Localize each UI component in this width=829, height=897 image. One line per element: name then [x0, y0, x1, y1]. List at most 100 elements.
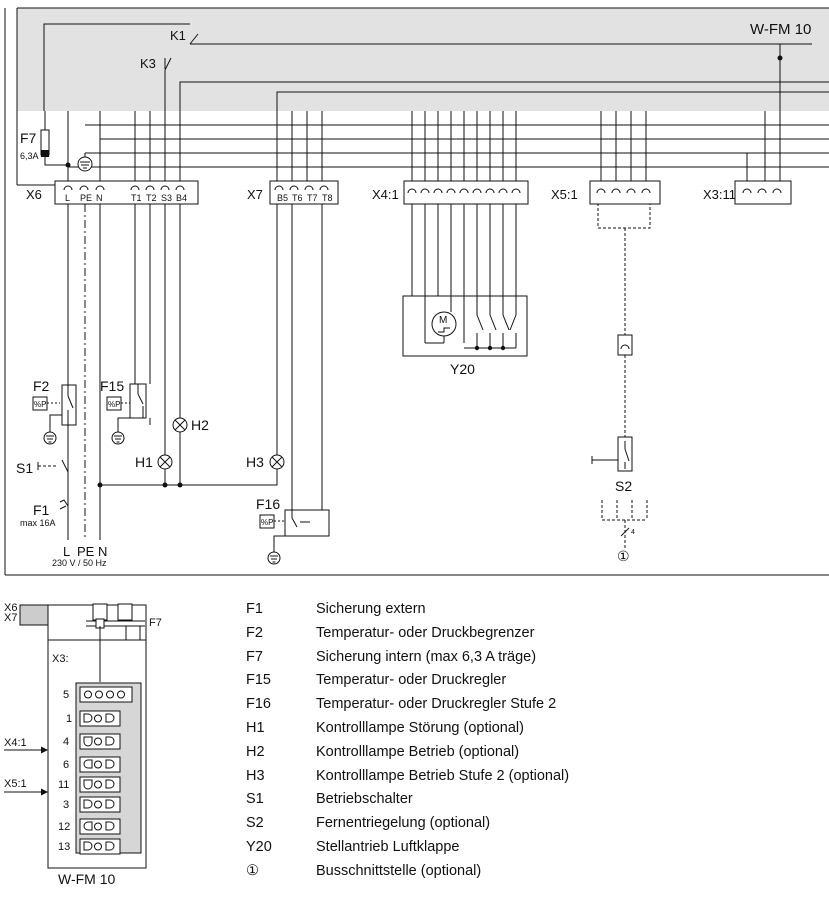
h3-lamp-icon — [269, 454, 285, 470]
slot-number: 11 — [58, 779, 69, 791]
f2-symbol: %P — [34, 400, 46, 409]
s2-label: S2 — [615, 478, 632, 494]
supply-spec: 230 V / 50 Hz — [52, 558, 107, 568]
h1-lamp-icon — [157, 454, 173, 470]
f7-label: F7 — [20, 130, 37, 146]
supply-n: N — [98, 544, 107, 559]
h2-label: H2 — [191, 417, 209, 433]
f16-ground-icon — [267, 551, 281, 565]
module-view-f7: F7 — [149, 617, 162, 629]
legend-code: S2 — [246, 815, 264, 832]
bus-wire-count: 4 — [631, 529, 635, 536]
f1-rating: max 16A — [20, 518, 56, 528]
x4-terminal-block — [403, 180, 529, 205]
module-gray-band — [17, 8, 829, 111]
module-view-x7: X7 — [4, 612, 17, 624]
slot-number: 4 — [63, 736, 69, 748]
legend-row: F1 Sicherung extern — [246, 600, 806, 624]
legend-desc: Fernentriegelung (optional) — [316, 815, 491, 832]
supply-l: L — [63, 544, 70, 559]
x7-pin: T8 — [322, 193, 333, 203]
x4-label: X4:1 — [372, 187, 399, 202]
s1-label: S1 — [16, 460, 33, 476]
f7-rating: 6,3A — [20, 151, 39, 161]
x6-pin: B4 — [176, 193, 187, 203]
f15-ground-icon — [111, 431, 125, 445]
x7-label: X7 — [247, 187, 263, 202]
legend-code: F16 — [246, 696, 271, 713]
legend-desc: Kontrolllampe Störung (optional) — [316, 719, 524, 736]
f16-label: F16 — [256, 496, 280, 512]
legend-desc: Stellantrieb Luftklappe — [316, 838, 460, 855]
x6-label: X6 — [26, 187, 42, 202]
slot-number: 12 — [58, 821, 70, 833]
x6-pin: PE — [80, 193, 92, 203]
legend-code: H3 — [246, 767, 265, 784]
legend-desc: Busschnittstelle (optional) — [316, 862, 482, 879]
module-view-x6: X6 — [4, 602, 17, 614]
h3-label: H3 — [246, 454, 264, 470]
x3-terminal-block — [734, 180, 792, 205]
slot-number: 3 — [63, 799, 69, 811]
f15-symbol: %P — [108, 400, 120, 409]
x6-pin: L — [65, 193, 70, 203]
x6-pin: N — [96, 193, 103, 203]
f1-label: F1 — [33, 502, 50, 518]
legend-desc: Sicherung intern (max 6,3 A träge) — [316, 648, 537, 665]
x3-label: X3:11 — [703, 187, 736, 202]
legend-code: F1 — [246, 601, 263, 617]
x7-pin: B5 — [277, 193, 288, 203]
x6-pin: T1 — [131, 193, 142, 203]
legend-code: ① — [246, 862, 259, 879]
h1-label: H1 — [135, 454, 153, 470]
legend-code: H2 — [246, 743, 265, 760]
slot-number: 5 — [63, 689, 69, 701]
module-view-x3: X3: — [52, 653, 69, 665]
legend-desc: Temperatur- oder Druckregler — [316, 672, 507, 689]
legend-code: S1 — [246, 791, 264, 808]
y20-label: Y20 — [450, 361, 475, 377]
f16-symbol: %P — [261, 518, 273, 527]
module-name: W-FM 10 — [750, 21, 811, 38]
svg-text:M: M — [439, 315, 447, 326]
slot-number: 13 — [58, 841, 70, 853]
x7-pin: T7 — [307, 193, 318, 203]
s2-reset-switch-icon — [591, 436, 633, 472]
x6-pin: S3 — [161, 193, 172, 203]
f15-label: F15 — [100, 378, 124, 394]
f2-label: F2 — [33, 378, 50, 394]
legend-desc: Kontrolllampe Betrieb (optional) — [316, 743, 520, 760]
legend-code: F15 — [246, 672, 271, 689]
arrow-right-icon — [41, 788, 48, 796]
module-view-name: W-FM 10 — [58, 871, 116, 887]
relay-k3-label: K3 — [140, 56, 156, 71]
module-view-arrow-x5: X5:1 — [4, 778, 27, 790]
legend-row: ① Busschnittstelle (optional) — [246, 862, 806, 886]
pe-ground-icon — [77, 153, 93, 172]
bus-interface-marker: ① — [617, 548, 630, 564]
relay-k1-label: K1 — [170, 28, 186, 43]
legend-code: F7 — [246, 648, 263, 665]
legend-row: Y20 Stellantrieb Luftklappe — [246, 838, 806, 862]
x5-label: X5:1 — [551, 187, 578, 202]
legend-row: H2 Kontrolllampe Betrieb (optional) — [246, 743, 806, 767]
legend-row: F7 Sicherung intern (max 6,3 A träge) — [246, 648, 806, 672]
legend-desc: Temperatur- oder Druckbegrenzer — [316, 624, 535, 641]
x6-pin: T2 — [146, 193, 157, 203]
f1-breaker-icon — [59, 499, 69, 510]
legend-code: Y20 — [246, 838, 272, 855]
supply-pe: PE — [77, 544, 95, 559]
s1-switch-icon — [61, 459, 69, 473]
legend-row: F15 Temperatur- oder Druckregler — [246, 671, 806, 695]
legend-code: H1 — [246, 719, 265, 736]
h2-lamp-icon — [172, 417, 188, 433]
slot-number: 6 — [63, 759, 69, 771]
legend-desc: Sicherung extern — [316, 601, 426, 617]
x7-pin: T6 — [292, 193, 303, 203]
arrow-right-icon — [41, 746, 48, 754]
f2-ground-icon — [43, 431, 57, 445]
